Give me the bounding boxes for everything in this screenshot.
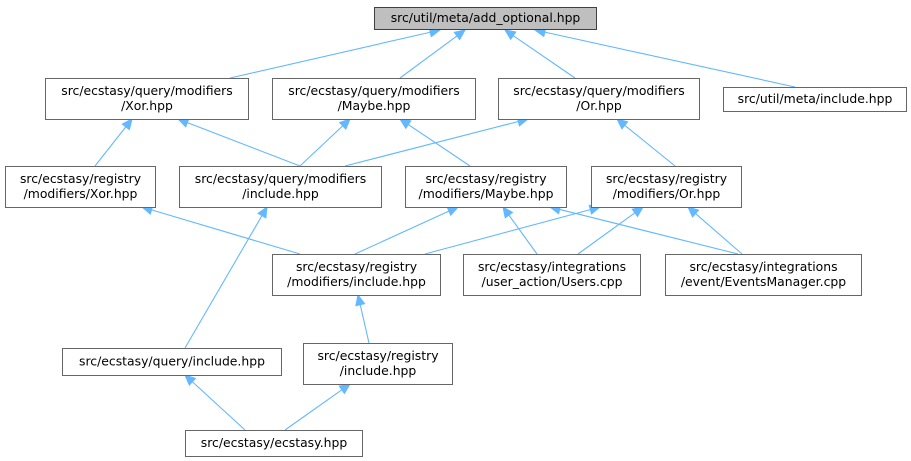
node-query-or[interactable]: src/ecstasy/query/modifiers/Or.hpp bbox=[498, 78, 700, 120]
node-label-line: /include.hpp bbox=[340, 363, 417, 378]
edge-query_modifiers_include-to-query_xor bbox=[176, 117, 301, 167]
node-label-line: /Or.hpp bbox=[576, 98, 622, 113]
node-label-line: /modifiers/Maybe.hpp bbox=[419, 186, 554, 201]
edge-registry_xor-to-query_xor bbox=[94, 118, 133, 167]
edge-events_manager_cpp-to-registry_or bbox=[687, 206, 743, 255]
nodes-layer: src/util/meta/add_optional.hpp src/ecstas… bbox=[5, 7, 907, 457]
node-query-include[interactable]: src/ecstasy/query/include.hpp bbox=[62, 348, 282, 376]
node-label-line: src/ecstasy/query/modifiers bbox=[288, 83, 459, 98]
node-events-manager-cpp[interactable]: src/ecstasy/integrations/event/EventsMan… bbox=[665, 254, 862, 296]
edge-query_include-to-query_modifiers_include bbox=[184, 205, 268, 349]
edge-query_modifiers_include-to-query_or bbox=[344, 116, 530, 167]
node-label-line: src/util/meta/add_optional.hpp bbox=[391, 10, 581, 25]
node-label-line: src/ecstasy/ecstasy.hpp bbox=[201, 435, 348, 450]
node-registry-modifiers-include[interactable]: src/ecstasy/registry/modifiers/include.h… bbox=[272, 254, 441, 296]
node-query-xor[interactable]: src/ecstasy/query/modifiers/Xor.hpp bbox=[45, 78, 249, 120]
node-label-line: src/ecstasy/query/modifiers bbox=[513, 83, 684, 98]
node-label-line: src/ecstasy/integrations bbox=[478, 259, 626, 274]
edge-users_cpp-to-registry_or bbox=[577, 206, 644, 255]
node-label-line: src/ecstasy/registry bbox=[20, 171, 141, 186]
node-query-modifiers-include[interactable]: src/ecstasy/query/modifiers/include.hpp bbox=[179, 166, 382, 208]
edge-registry_or-to-query_or bbox=[616, 118, 676, 167]
node-label-line: src/ecstasy/registry bbox=[606, 171, 727, 186]
node-label-line: src/util/meta/include.hpp bbox=[738, 91, 893, 106]
node-label-line: src/ecstasy/query/include.hpp bbox=[79, 354, 265, 369]
node-registry-or[interactable]: src/ecstasy/registry/modifiers/Or.hpp bbox=[591, 166, 742, 208]
node-registry-include[interactable]: src/ecstasy/registry/include.hpp bbox=[303, 343, 453, 385]
node-add-optional[interactable]: src/util/meta/add_optional.hpp bbox=[374, 7, 597, 30]
edge-users_cpp-to-registry_maybe bbox=[502, 206, 538, 255]
node-label-line: /event/EventsManager.cpp bbox=[681, 274, 846, 289]
node-label-line: src/ecstasy/query/modifiers bbox=[195, 171, 366, 186]
edge-query_or-to-add_optional bbox=[503, 29, 576, 79]
node-label-line: src/ecstasy/query/modifiers bbox=[61, 83, 232, 98]
node-label-line: src/ecstasy/integrations bbox=[689, 259, 837, 274]
edge-query_maybe-to-add_optional bbox=[399, 29, 466, 79]
edge-ecstasy_hpp-to-query_include bbox=[184, 374, 246, 431]
node-label-line: /modifiers/Or.hpp bbox=[613, 186, 721, 201]
node-meta-include[interactable]: src/util/meta/include.hpp bbox=[723, 87, 907, 112]
edge-registry_modifiers_include-to-registry_xor bbox=[140, 204, 301, 255]
node-label-line: /user_action/Users.cpp bbox=[482, 274, 623, 289]
node-users-cpp[interactable]: src/ecstasy/integrations/user_action/Use… bbox=[463, 254, 641, 296]
node-label-line: src/ecstasy/registry bbox=[425, 171, 546, 186]
node-ecstasy-hpp[interactable]: src/ecstasy/ecstasy.hpp bbox=[185, 430, 363, 457]
node-registry-maybe[interactable]: src/ecstasy/registry/modifiers/Maybe.hpp bbox=[405, 166, 567, 208]
node-label-line: /modifiers/Xor.hpp bbox=[24, 186, 138, 201]
edge-ecstasy_hpp-to-registry_include bbox=[284, 383, 351, 431]
edge-query_modifiers_include-to-query_maybe bbox=[299, 118, 351, 167]
edge-registry_include-to-registry_modifiers_include bbox=[355, 293, 370, 344]
node-query-maybe[interactable]: src/ecstasy/query/modifiers/Maybe.hpp bbox=[272, 78, 476, 120]
edge-registry_modifiers_include-to-registry_maybe bbox=[354, 206, 460, 255]
node-label-line: /modifiers/include.hpp bbox=[287, 274, 426, 289]
node-label-line: src/ecstasy/registry bbox=[317, 348, 438, 363]
edge-query_xor-to-add_optional bbox=[229, 27, 442, 79]
node-label-line: /Maybe.hpp bbox=[338, 98, 411, 113]
node-label-line: /Xor.hpp bbox=[121, 98, 173, 113]
node-label-line: /include.hpp bbox=[242, 186, 319, 201]
node-registry-xor[interactable]: src/ecstasy/registry/modifiers/Xor.hpp bbox=[5, 166, 156, 208]
node-label-line: src/ecstasy/registry bbox=[296, 259, 417, 274]
